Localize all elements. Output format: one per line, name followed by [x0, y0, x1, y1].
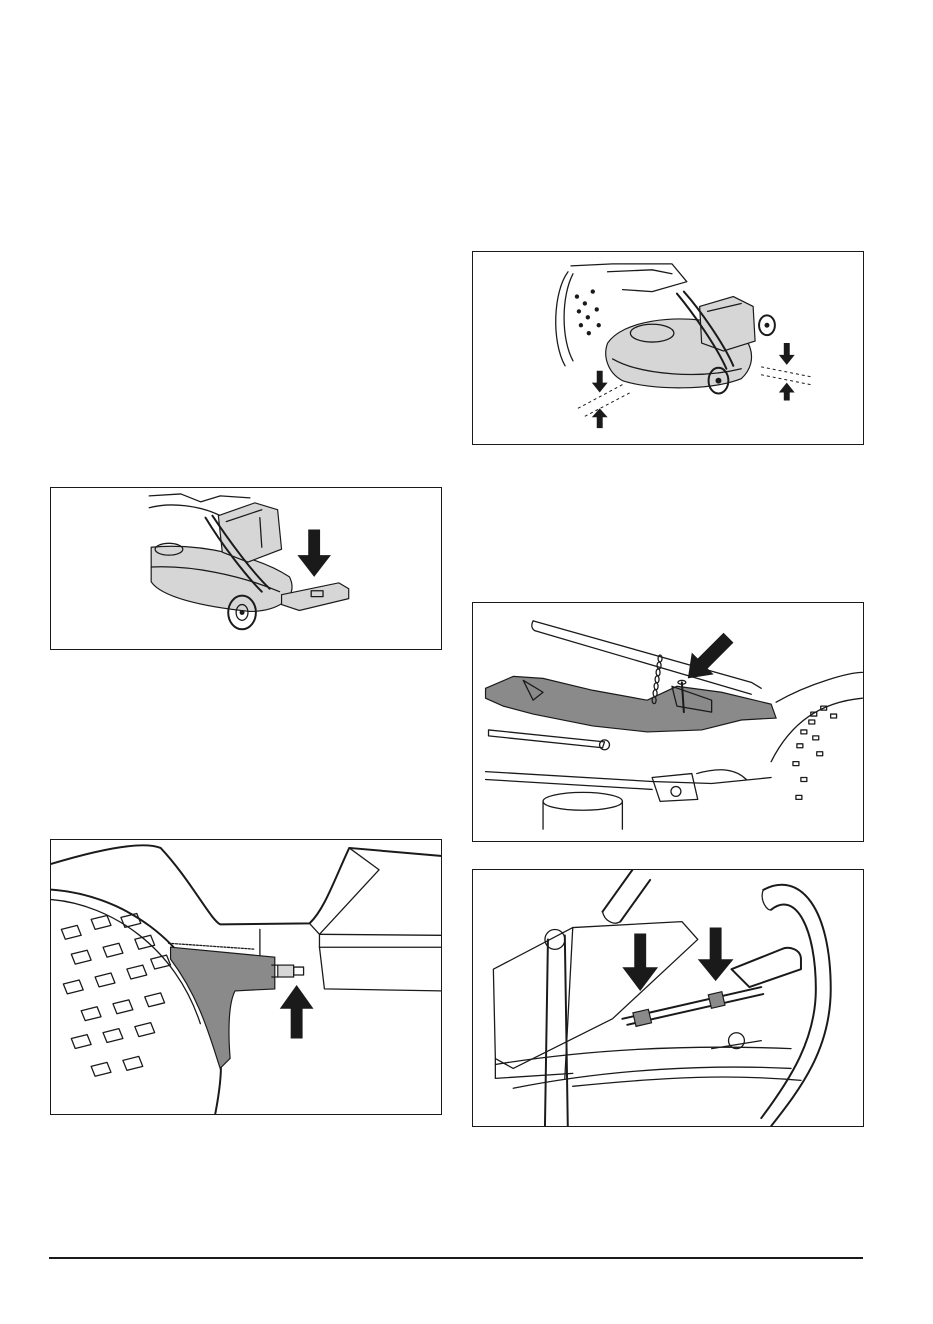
deck-chain-figure — [472, 602, 864, 842]
cable-adjust-nuts-illustration — [473, 870, 863, 1126]
cable-nuts-figure — [472, 869, 864, 1127]
press-pedal-figure — [50, 487, 442, 650]
mower-deck-height-measure-illustration — [473, 252, 863, 444]
adjust-bolt-figure — [50, 839, 442, 1115]
mower-pedal-press-illustration — [51, 488, 441, 649]
deck-suspension-chain-illustration — [473, 603, 863, 841]
footer-rule — [49, 1257, 863, 1259]
wheel-bracket-adjust-bolt-illustration — [51, 840, 441, 1114]
deck-height-figure — [472, 251, 864, 445]
